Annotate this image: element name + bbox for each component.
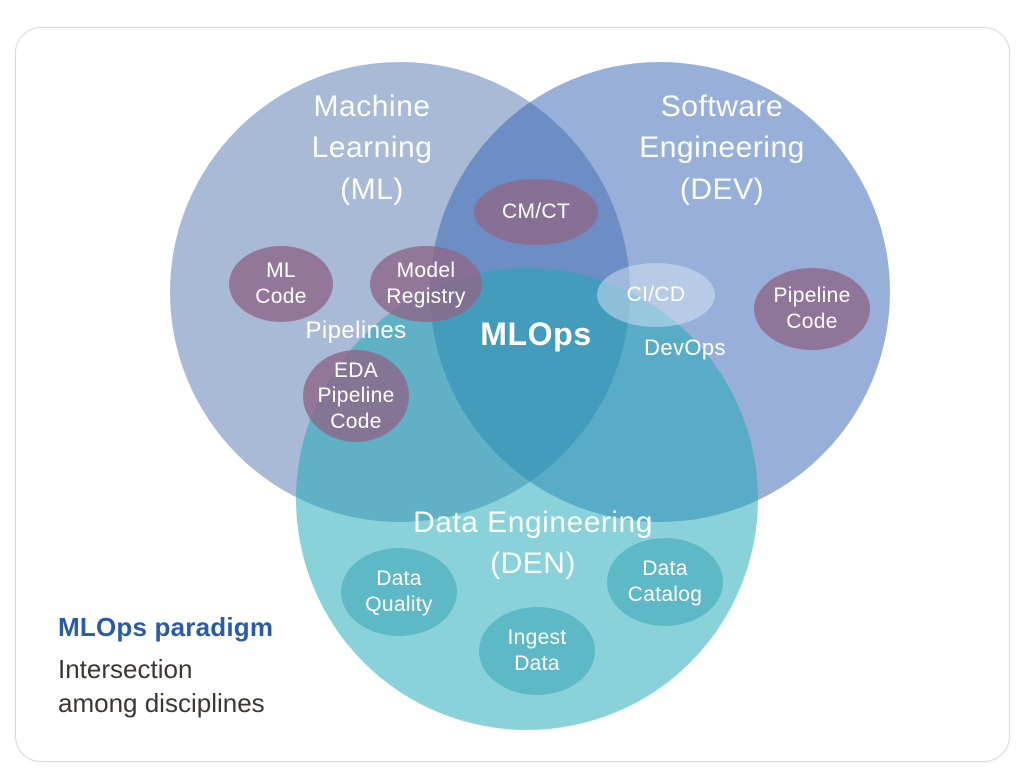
node-eda-pipeline-code-label: EDA Pipeline Code <box>317 358 395 433</box>
node-data-catalog-label: Data Catalog <box>627 557 703 606</box>
caption-block: MLOps paradigm Intersection among discip… <box>58 612 358 721</box>
node-data-catalog: Data Catalog <box>607 538 723 626</box>
node-data-quality: Data Quality <box>341 548 457 636</box>
node-pipeline-code: Pipeline Code <box>754 268 870 350</box>
node-ingest-data-label: Ingest Data <box>507 626 567 675</box>
dev-circle-title: Software Engineering (DEV) <box>639 90 805 206</box>
node-data-quality-label: Data Quality <box>365 567 433 616</box>
node-ci-cd-label: CI/CD <box>626 283 686 307</box>
den-circle-title: Data Engineering (DEN) <box>413 506 653 581</box>
node-cm-ct-label: CM/CT <box>502 200 570 224</box>
mlops-center-label: MLOps <box>480 316 592 352</box>
node-model-registry-label: Model Registry <box>386 259 466 308</box>
node-model-registry: Model Registry <box>370 246 482 322</box>
pipelines-label: Pipelines <box>305 317 407 344</box>
caption-subtitle: Intersection among disciplines <box>58 654 265 718</box>
devops-label: DevOps <box>644 335 726 360</box>
caption-title: MLOps paradigm <box>58 612 274 642</box>
node-ingest-data: Ingest Data <box>479 607 595 695</box>
node-ml-code-label: ML Code <box>255 259 307 308</box>
node-ml-code: ML Code <box>229 246 333 322</box>
node-eda-pipeline-code: EDA Pipeline Code <box>303 350 409 442</box>
node-ci-cd: CI/CD <box>597 263 715 327</box>
node-pipeline-code-label: Pipeline Code <box>773 284 851 333</box>
node-cm-ct: CM/CT <box>474 179 598 245</box>
ml-circle-title: Machine Learning (ML) <box>311 90 433 206</box>
